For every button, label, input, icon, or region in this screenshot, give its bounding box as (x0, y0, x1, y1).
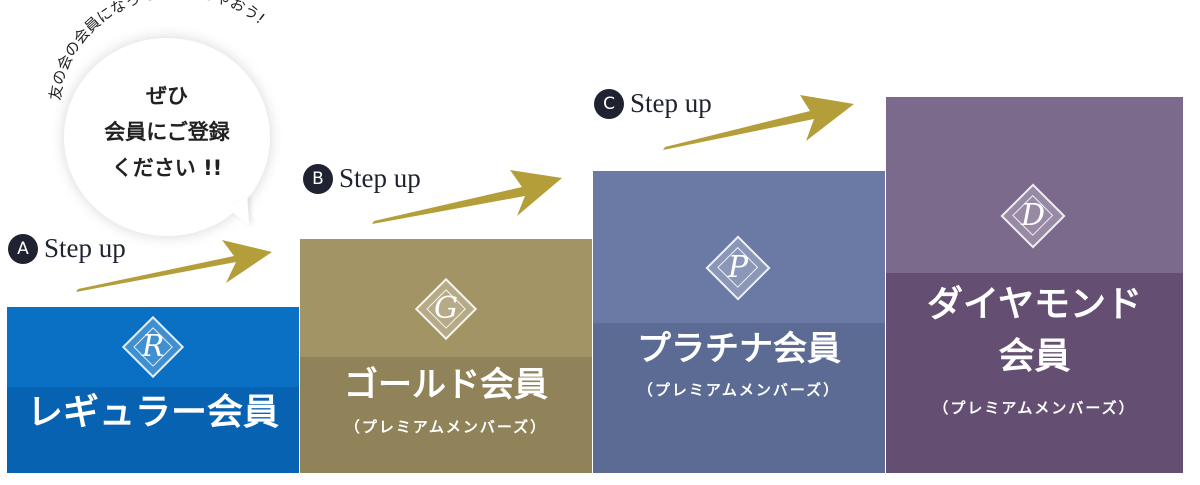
tier-diamond-band (886, 273, 1183, 473)
step-badge-c: C (594, 88, 624, 119)
tier-gold-emblem-icon: G (414, 277, 478, 341)
tier-platinum-emblem-icon: P (705, 235, 771, 301)
step-arrow-c (663, 95, 854, 150)
step-badge-a: A (8, 233, 38, 264)
tier-diamond: D ダイヤモンド 会員 （プレミアムメンバーズ） (886, 97, 1183, 473)
step-badge-b: B (303, 163, 333, 194)
tier-regular-emblem-icon: R (121, 315, 185, 379)
step-text-c: Step up (630, 88, 712, 118)
bubble-line-2: 会員にご登録 (104, 120, 230, 144)
tier-regular-title: レギュラー会員 (26, 392, 279, 433)
tier-gold-title: ゴールド会員 (344, 365, 548, 405)
step-label-a: A Step up (8, 233, 126, 264)
bubble-message: ぜひ 会員にご登録 ください !! (64, 78, 270, 186)
tier-gold-subtitle: （プレミアムメンバーズ） (344, 418, 548, 436)
step-text-b: Step up (339, 163, 421, 193)
step-label-c: C Step up (594, 88, 712, 119)
tier-platinum: P プラチナ会員 （プレミアムメンバーズ） (593, 171, 885, 473)
speech-bubble (64, 38, 270, 236)
tier-platinum-band (593, 323, 885, 473)
tier-diamond-title-line-1: ダイヤモンド (927, 284, 1142, 325)
tier-regular: R レギュラー会員 (7, 307, 299, 473)
tier-diamond-emblem-icon: D (1000, 183, 1066, 249)
step-arrow-b (372, 170, 562, 224)
step-text-a: Step up (44, 233, 126, 263)
tier-diamond-subtitle: （プレミアムメンバーズ） (933, 399, 1136, 417)
step-arrow-a (76, 240, 272, 292)
tier-gold: G ゴールド会員 （プレミアムメンバーズ） (300, 239, 592, 473)
tier-regular-band (7, 387, 299, 473)
tier-platinum-subtitle: （プレミアムメンバーズ） (637, 381, 841, 399)
tier-platinum-title: プラチナ会員 (637, 329, 841, 369)
bubble-line-1: ぜひ (146, 84, 188, 108)
tier-diamond-title-line-2: 会員 (998, 336, 1071, 377)
bubble-line-3: ください !! (111, 156, 223, 180)
step-label-b: B Step up (303, 163, 421, 194)
tier-gold-band (300, 357, 592, 473)
